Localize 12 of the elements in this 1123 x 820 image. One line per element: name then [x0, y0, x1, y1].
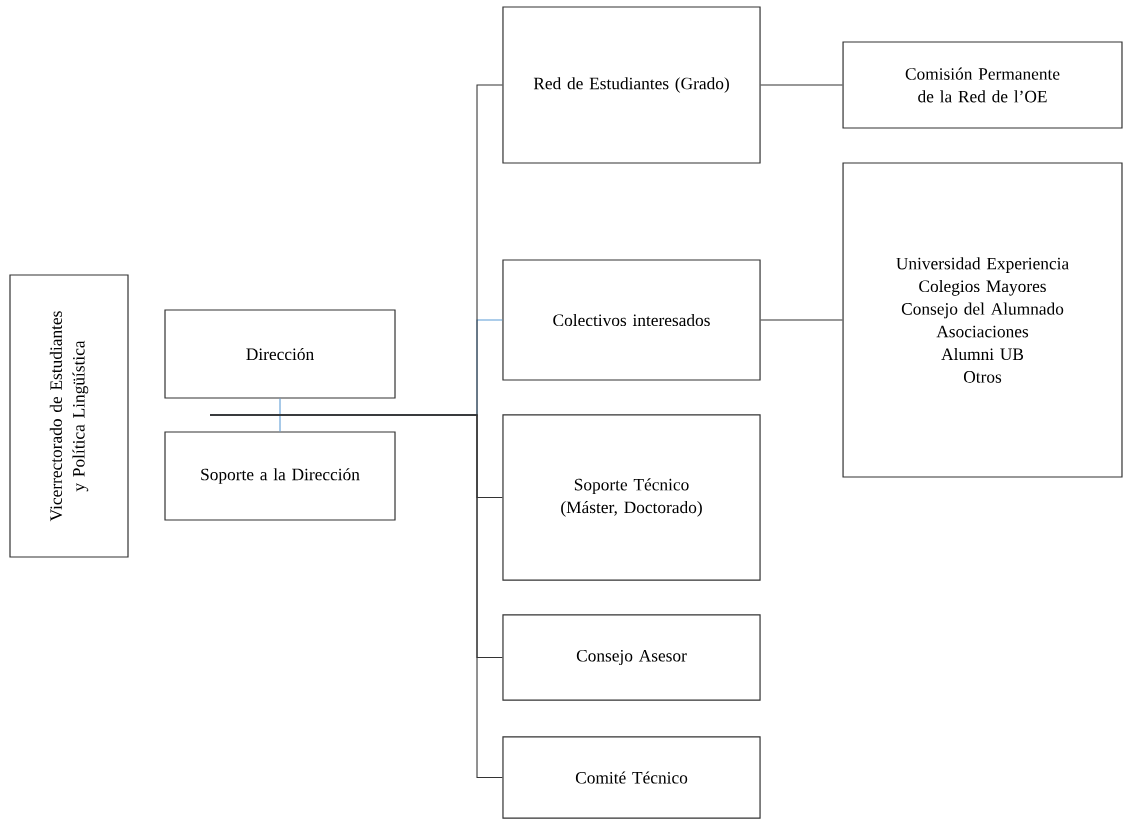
org-box: Consejo Asesor — [502, 614, 761, 701]
org-box: Comisión Permanente de la Red de l’OE — [842, 41, 1123, 129]
connector-line — [760, 319, 843, 321]
org-box: Soporte Técnico (Máster, Doctorado) — [502, 414, 761, 581]
title-box: Vicerrectorado de Estudiantes y Política Lingüística — [9, 274, 129, 558]
org-box: Red de Estudiantes (Grado) — [502, 6, 761, 164]
connector-line — [209, 414, 503, 779]
org-box: Comité Técnico — [502, 736, 761, 819]
connector-line — [760, 84, 843, 86]
org-box: Colectivos interesados — [502, 259, 761, 381]
org-box: Universidad Experiencia Colegios Mayores Consejo del Alumnado Asociaciones Alumni UB Otros — [842, 162, 1123, 478]
org-box: Soporte a la Dirección — [164, 431, 396, 521]
